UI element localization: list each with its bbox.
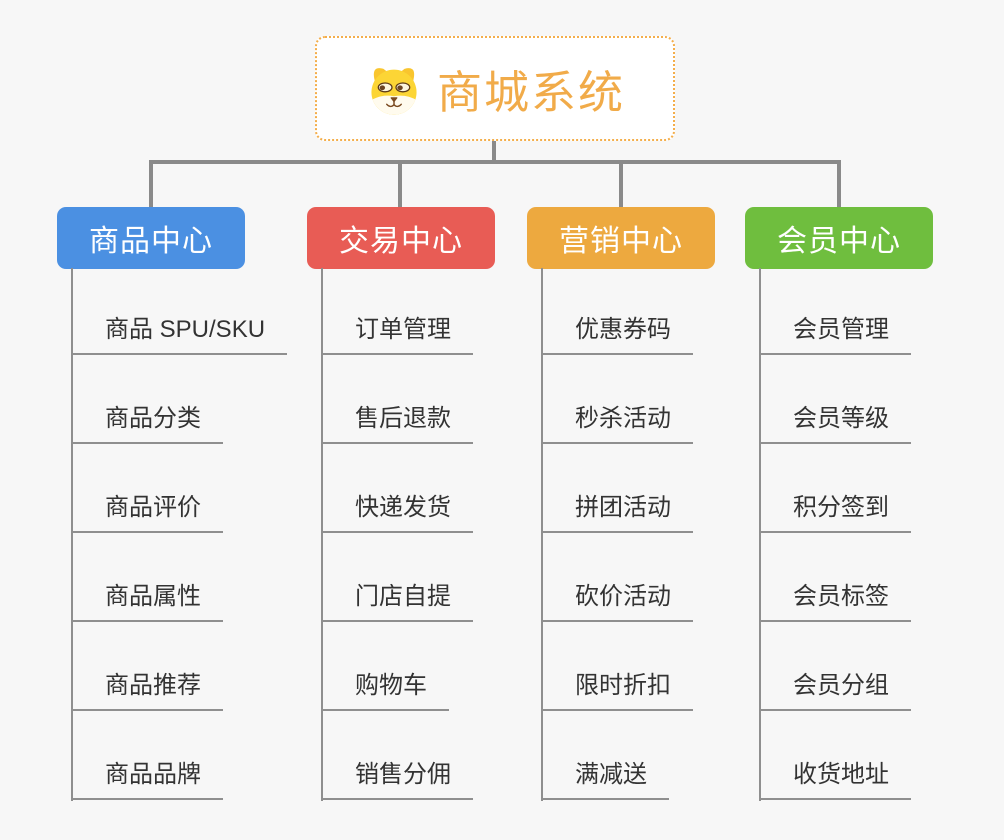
subtopic[interactable]: 会员管理 [759,316,911,355]
subtopic[interactable]: 秒杀活动 [541,405,693,444]
subtopic[interactable]: 售后退款 [321,405,473,444]
subtopic[interactable]: 商品推荐 [71,672,223,711]
branch-spine-line [759,268,761,801]
subtopic[interactable]: 商品分类 [71,405,223,444]
subtopic[interactable]: 满减送 [541,761,669,800]
branch-topic-label: 会员中心 [777,225,901,258]
root-topic-label: 商城系统 [436,67,625,118]
branch-drop-line [619,162,623,207]
branch-topic-label: 营销中心 [559,225,683,258]
subtopic[interactable]: 会员标签 [759,583,911,622]
subtopic[interactable]: 商品品牌 [71,761,223,800]
branch-spine-line [321,268,323,801]
subtopic[interactable]: 商品 SPU/SKU [71,316,288,355]
branch-topic-marketing-center[interactable]: 营销中心 [527,207,715,269]
branch-drop-line [398,162,402,207]
subtopic[interactable]: 购物车 [321,672,449,711]
branch-drop-line [837,162,841,207]
subtopic[interactable]: 商品属性 [71,583,223,622]
subtopic[interactable]: 砍价活动 [541,583,693,622]
subtopic[interactable]: 会员分组 [759,672,911,711]
dog-face-icon [365,61,423,117]
branch-topic-label: 商品中心 [89,225,213,258]
branch-spine-line [71,268,73,801]
subtopic[interactable]: 限时折扣 [541,672,693,711]
branch-topic-product-center[interactable]: 商品中心 [57,207,245,269]
root-connector-line [492,141,496,162]
subtopic[interactable]: 收货地址 [759,761,911,800]
subtopic[interactable]: 订单管理 [321,316,473,355]
branch-topic-member-center[interactable]: 会员中心 [745,207,933,269]
subtopic[interactable]: 积分签到 [759,494,911,533]
branches-connector-line [149,160,841,164]
branch-topic-label: 交易中心 [339,225,463,258]
branch-spine-line [541,268,543,801]
subtopic[interactable]: 销售分佣 [321,761,473,800]
branch-drop-line [149,162,153,207]
subtopic[interactable]: 快递发货 [321,494,473,533]
subtopic[interactable]: 门店自提 [321,583,473,622]
subtopic[interactable]: 商品评价 [71,494,223,533]
subtopic[interactable]: 优惠券码 [541,316,693,355]
subtopic[interactable]: 会员等级 [759,405,911,444]
branch-topic-trade-center[interactable]: 交易中心 [307,207,495,269]
root-topic-mall-system[interactable]: 商城系统 [315,36,675,141]
subtopic[interactable]: 拼团活动 [541,494,693,533]
